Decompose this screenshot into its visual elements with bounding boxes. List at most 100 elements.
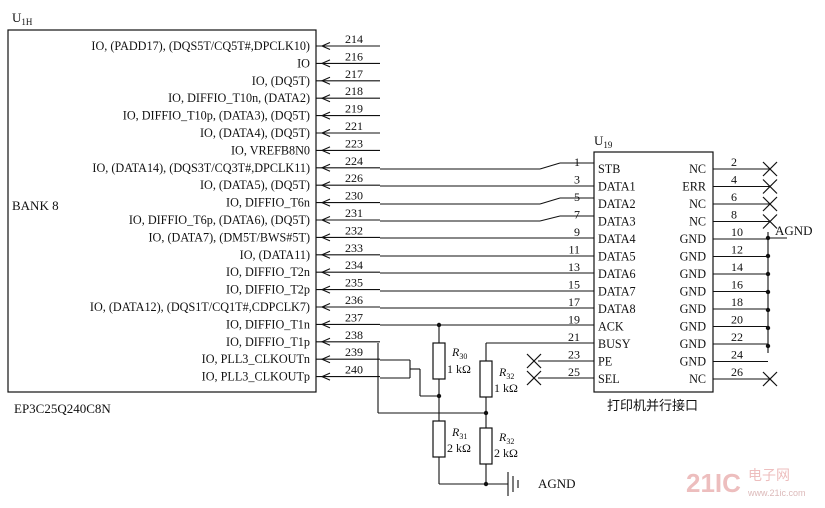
fpga-pin-label: IO, (DATA14), (DQS3T/CQ3T#,DPCLK11) xyxy=(92,161,310,175)
resistor-r31 xyxy=(432,420,446,458)
printer-port-block: U19 打印机并行接口 STB1DATA13DATA25DATA37DATA49… xyxy=(568,133,778,413)
printer-left-pin-number: 3 xyxy=(574,173,580,187)
watermark-url: www.21ic.com xyxy=(747,488,806,498)
fpga-pin-number: 217 xyxy=(345,67,363,81)
no-connect-icon xyxy=(762,214,778,229)
fpga-pin-label: IO, (DATA12), (DQS1T/CQ1T#,CDPCLK7) xyxy=(90,300,310,314)
fpga-pin-number: 235 xyxy=(345,276,363,290)
ground-symbol-icon xyxy=(507,472,519,496)
printer-left-pin-label: STB xyxy=(598,162,620,176)
gnd-bus: AGND xyxy=(765,223,813,353)
fpga-pin-arrow-icon xyxy=(320,163,331,172)
fpga-pin-label: IO, (DATA5), (DQ5T) xyxy=(200,178,310,192)
printer-left-pin-list: STB1DATA13DATA25DATA37DATA49DATA511DATA6… xyxy=(568,155,636,386)
fpga-pin-number: 240 xyxy=(345,363,363,377)
fpga-pin-label: IO, (PADD17), (DQS5T/CQ5T#,DPCLK10) xyxy=(91,39,310,53)
fpga-pin-arrow-icon xyxy=(320,76,331,85)
printer-left-pin-label: DATA5 xyxy=(598,250,636,264)
fpga-pin-label: IO, (DATA11) xyxy=(240,248,310,262)
printer-left-pin-number: 25 xyxy=(568,365,580,379)
printer-left-pin-label: DATA1 xyxy=(598,180,636,194)
no-connect-icon xyxy=(762,179,778,194)
printer-designator: U19 xyxy=(594,133,613,150)
r32a-designator: R32 xyxy=(498,365,514,381)
fpga-pin-label: IO, (DQ5T) xyxy=(252,74,310,88)
fpga-pin-label: IO, PLL3_CLKOUTp xyxy=(202,370,310,384)
printer-right-pin-number: 26 xyxy=(731,365,743,379)
printer-left-pin-number: 9 xyxy=(574,225,580,239)
r32b-value: 2 kΩ xyxy=(494,446,518,460)
fpga-pin-arrow-icon xyxy=(320,250,331,259)
printer-left-pin-number: 1 xyxy=(574,155,580,169)
r32a-value: 1 kΩ xyxy=(494,381,518,395)
fpga-pin-arrow-icon xyxy=(320,146,331,155)
printer-left-pin-label: DATA2 xyxy=(598,197,636,211)
fpga-designator: U1H xyxy=(12,10,33,27)
printer-right-pin-label: GND xyxy=(680,302,707,316)
fpga-pin-arrow-icon xyxy=(320,268,331,277)
fpga-pin-arrow-icon xyxy=(320,355,331,364)
printer-left-pin-label: DATA6 xyxy=(598,267,636,281)
no-connect-icon xyxy=(762,161,778,177)
printer-left-pin-label: DATA8 xyxy=(598,302,636,316)
printer-left-pin-label: BUSY xyxy=(598,337,631,351)
fpga-pin-number: 216 xyxy=(345,49,363,63)
fpga-pin-number: 214 xyxy=(345,32,363,46)
printer-right-pin-number: 18 xyxy=(731,295,743,309)
fpga-pin-number: 237 xyxy=(345,310,363,324)
fpga-pin-arrow-icon xyxy=(320,94,331,103)
resistor-r32-top xyxy=(479,360,493,398)
printer-right-pin-label: ERR xyxy=(682,180,707,194)
fpga-pin-number: 236 xyxy=(345,293,363,307)
printer-right-pin-label: GND xyxy=(680,355,707,369)
printer-left-pin-number: 21 xyxy=(568,330,580,344)
r31-designator: R31 xyxy=(451,425,467,441)
printer-left-pin-number: 19 xyxy=(568,313,580,327)
resistor-r30 xyxy=(432,342,446,380)
printer-left-pin-label: DATA4 xyxy=(598,232,636,246)
fpga-pin-number: 224 xyxy=(345,154,363,168)
printer-left-pin-label: DATA3 xyxy=(598,215,636,229)
fpga-pin-arrow-icon xyxy=(320,233,331,242)
bank-label: BANK 8 xyxy=(12,198,59,213)
fpga-pin-number: 238 xyxy=(345,328,363,342)
fpga-pin-arrow-icon xyxy=(320,337,331,346)
printer-caption: 打印机并行接口 xyxy=(607,398,698,413)
fpga-pin-arrow-icon xyxy=(320,198,331,207)
resistor-r32-bottom xyxy=(479,427,493,465)
printer-left-pin-label: DATA7 xyxy=(598,285,636,299)
fpga-pin-number: 219 xyxy=(345,102,363,116)
watermark-logo: 21IC 电子网 www.21ic.com xyxy=(686,468,806,498)
printer-left-pin-number: 11 xyxy=(568,243,580,257)
printer-right-pin-label: GND xyxy=(680,285,707,299)
printer-right-pin-number: 20 xyxy=(731,313,743,327)
printer-left-pin-number: 5 xyxy=(574,190,580,204)
printer-left-pin-number: 23 xyxy=(568,348,580,362)
fpga-pin-label: IO, DIFFIO_T6n xyxy=(226,196,310,210)
watermark-cn: 电子网 xyxy=(748,468,790,484)
fpga-pin-arrow-icon xyxy=(320,41,331,51)
printer-left-pin-label: SEL xyxy=(598,372,620,386)
fpga-pin-arrow-icon xyxy=(320,285,331,294)
printer-right-pin-number: 8 xyxy=(731,208,737,222)
fpga-pin-arrow-icon xyxy=(320,320,331,329)
fpga-pin-number: 231 xyxy=(345,206,363,220)
fpga-pin-label: IO, DIFFIO_T2p xyxy=(226,283,310,297)
fpga-pin-number: 233 xyxy=(345,241,363,255)
printer-left-pin-number: 15 xyxy=(568,278,580,292)
no-connect-icon xyxy=(762,371,778,387)
printer-right-pin-number: 12 xyxy=(731,243,743,257)
fpga-pin-arrow-icon xyxy=(320,59,331,68)
printer-left-pin-number: 17 xyxy=(568,295,580,309)
printer-right-pin-label: GND xyxy=(680,267,707,281)
printer-right-pin-label: NC xyxy=(689,162,706,176)
printer-right-pin-label: NC xyxy=(689,372,706,386)
fpga-pin-label: IO, (DATA7), (DM5T/BWS#5T) xyxy=(149,230,311,244)
printer-right-pin-number: 16 xyxy=(731,278,743,292)
fpga-pin-number: 226 xyxy=(345,171,363,185)
r32b-designator: R32 xyxy=(498,430,514,446)
fpga-pin-arrow-icon xyxy=(320,372,331,381)
fpga-pin-number: 221 xyxy=(345,119,363,133)
fpga-pin-label: IO xyxy=(297,56,310,70)
